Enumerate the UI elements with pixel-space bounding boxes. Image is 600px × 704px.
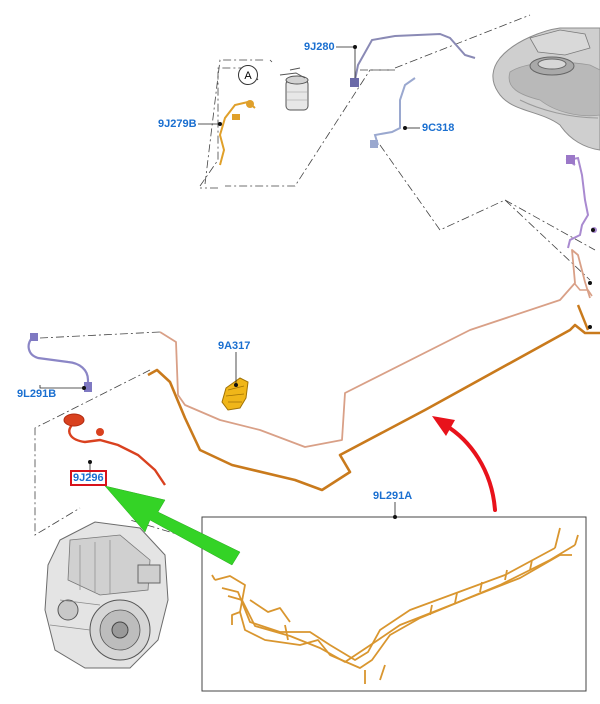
fuel-line-9j280 xyxy=(350,32,476,87)
fuel-line-9l291a xyxy=(147,304,600,492)
label-9j280[interactable]: 9J280 xyxy=(304,41,335,53)
fuel-tank-image xyxy=(492,27,600,151)
label-9l291b[interactable]: 9L291B xyxy=(17,388,57,400)
green-arrow xyxy=(104,485,241,566)
fuel-line-9j296 xyxy=(63,413,166,486)
label-9l291a[interactable]: 9L291A xyxy=(373,490,413,502)
fuel-line-9j279b xyxy=(218,100,256,166)
red-curved-arrow xyxy=(432,416,497,512)
dash-outline-9j279b xyxy=(199,59,392,189)
dash-outline-upper-right xyxy=(360,14,596,281)
label-9j279b[interactable]: 9J279B xyxy=(158,118,197,130)
inset-fuel-harness xyxy=(211,527,579,684)
inset-box-9l291a xyxy=(201,516,587,692)
fuel-line-return xyxy=(159,249,593,448)
engine-image xyxy=(44,521,169,669)
callout-circle-a: A xyxy=(238,65,258,85)
leader-dots xyxy=(82,45,595,519)
leader-lines xyxy=(39,46,420,517)
fuel-line-9l291b xyxy=(27,333,92,392)
label-9c318[interactable]: 9C318 xyxy=(422,122,455,134)
fuel-line-violet xyxy=(565,155,597,249)
fuel-line-9c318 xyxy=(370,77,416,148)
clip-9a317-image xyxy=(221,377,249,411)
fuel-filter-image xyxy=(279,67,309,111)
label-9a317[interactable]: 9A317 xyxy=(218,340,251,352)
label-9j296-highlighted[interactable]: 9J296 xyxy=(70,470,107,486)
